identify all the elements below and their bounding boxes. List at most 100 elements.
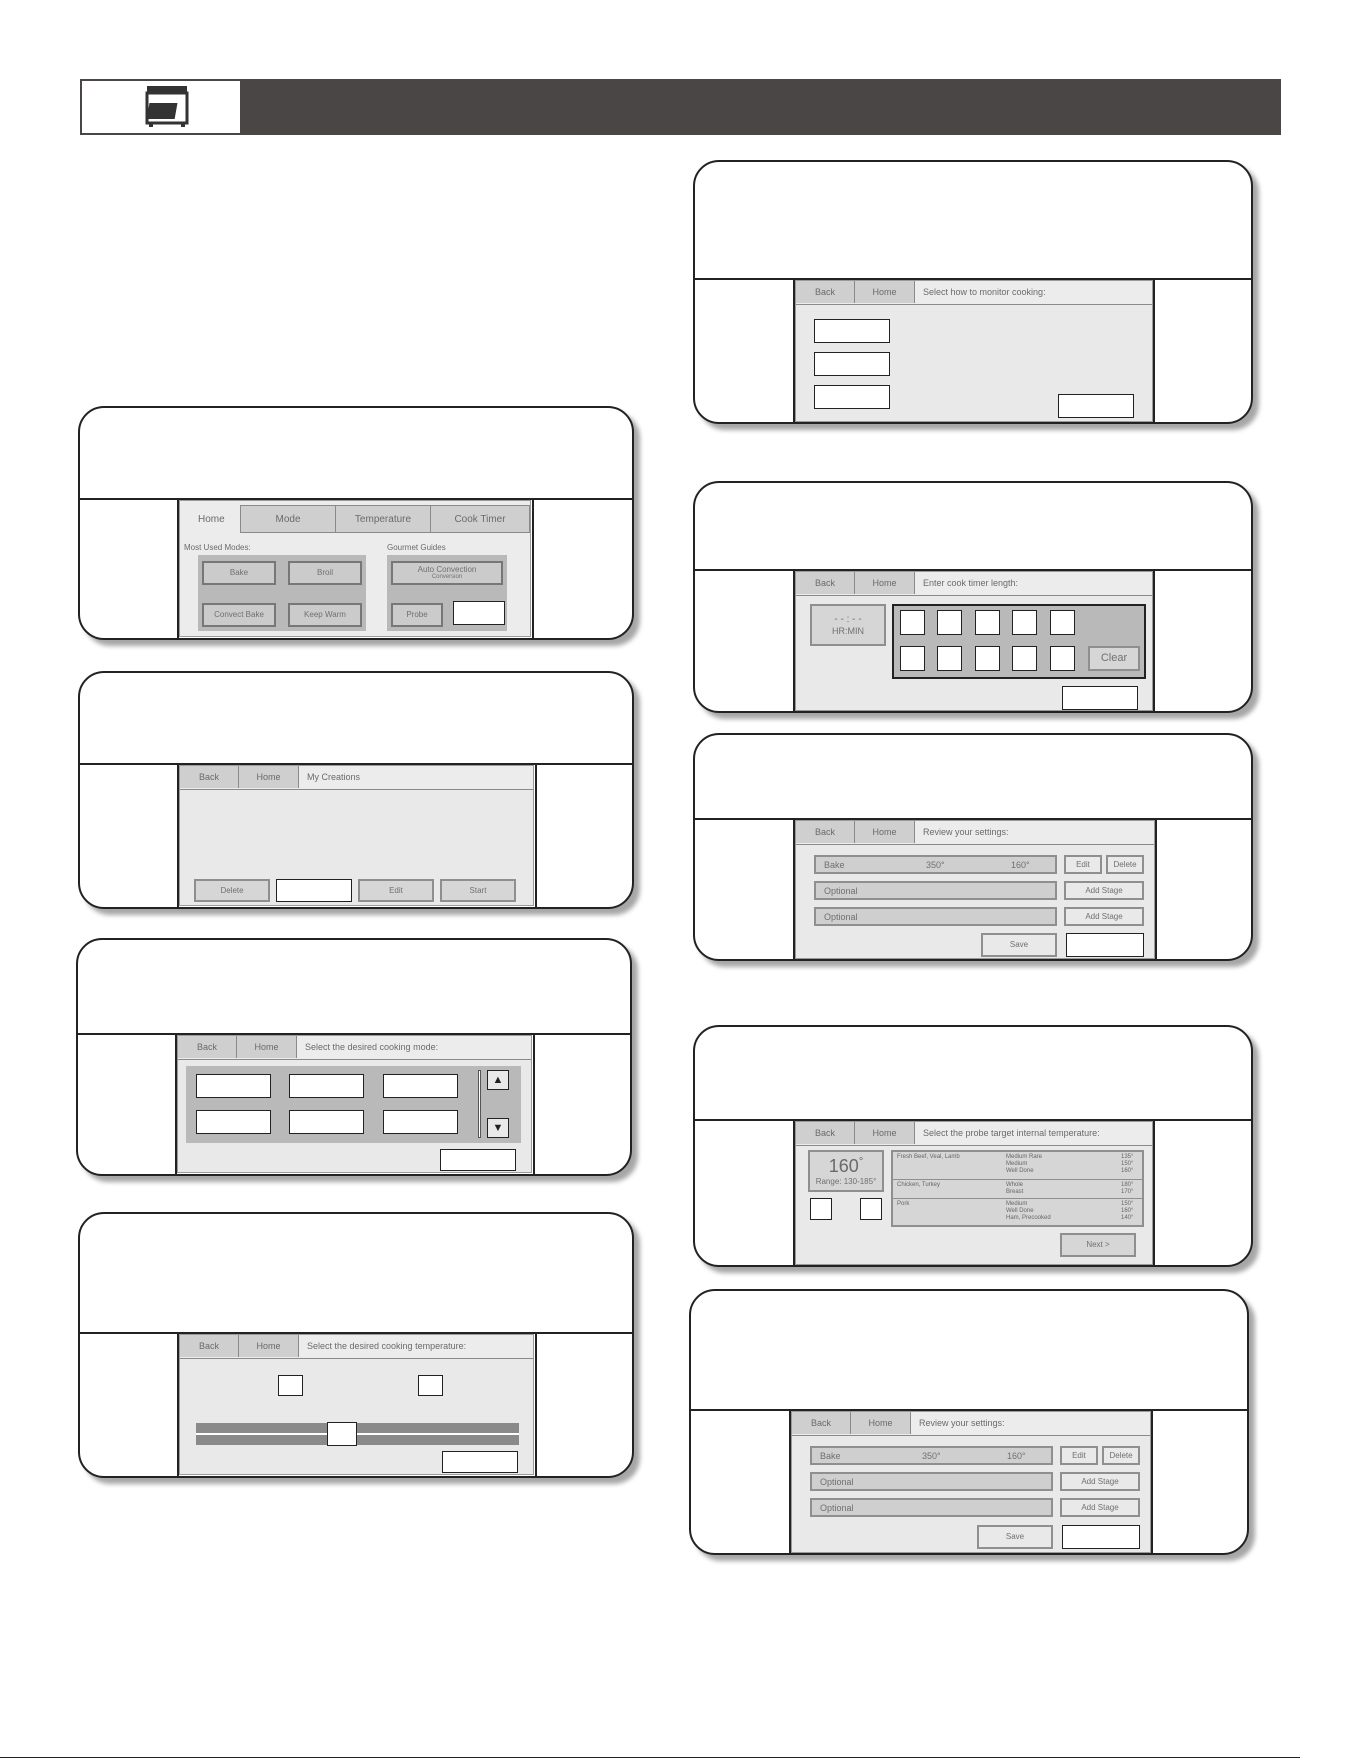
stage-3-bar[interactable]: Optional xyxy=(814,907,1057,926)
table-row[interactable]: Pork Medium Well Done Ham, Precooked 150… xyxy=(893,1199,1142,1225)
mode-option-1[interactable] xyxy=(196,1074,271,1098)
key-5[interactable] xyxy=(1050,610,1075,635)
start-button[interactable]: Start xyxy=(440,879,516,902)
temp-slider-thumb[interactable] xyxy=(327,1422,357,1446)
home-button[interactable]: Home xyxy=(855,572,915,594)
temp-decrease-button[interactable] xyxy=(278,1375,303,1396)
blank-button[interactable] xyxy=(1058,394,1134,418)
card-creations: Back Home My Creations Delete Edit Start xyxy=(78,671,634,909)
blank-button[interactable] xyxy=(1062,1525,1140,1549)
blank-button[interactable] xyxy=(1066,933,1144,957)
header-bar xyxy=(80,79,1281,135)
edit-button[interactable]: Edit xyxy=(1064,855,1102,874)
stage-3-bar[interactable]: Optional xyxy=(810,1498,1053,1517)
screen-prompt: Select the desired cooking temperature: xyxy=(307,1341,467,1351)
key-2[interactable] xyxy=(937,610,962,635)
optional-label: Optional xyxy=(820,1476,854,1487)
home-button[interactable]: Home xyxy=(855,821,915,843)
delete-button[interactable]: Delete xyxy=(1106,855,1144,874)
broil-button[interactable]: Broil xyxy=(288,561,362,585)
key-9[interactable] xyxy=(1012,646,1037,671)
probe-button[interactable]: Probe xyxy=(391,603,443,627)
key-1[interactable] xyxy=(900,610,925,635)
probe-temp-value: 160° xyxy=(828,1156,864,1177)
monitor-option-3[interactable] xyxy=(814,385,890,409)
probe-decrease-button[interactable] xyxy=(810,1198,832,1220)
back-button[interactable]: Back xyxy=(180,1335,239,1357)
home-button[interactable]: Home xyxy=(855,1122,915,1144)
bake-button[interactable]: Bake xyxy=(202,561,276,585)
blank-button[interactable] xyxy=(440,1149,516,1171)
delete-button[interactable]: Delete xyxy=(1102,1446,1140,1465)
next-button[interactable]: Next > xyxy=(1060,1233,1136,1257)
key-0[interactable] xyxy=(1050,646,1075,671)
blank-button[interactable] xyxy=(453,601,505,625)
scroll-down-button[interactable]: ▼ xyxy=(487,1118,509,1138)
optional-label: Optional xyxy=(824,911,858,922)
blank-button[interactable] xyxy=(276,879,352,902)
tab-temperature[interactable]: Temperature xyxy=(335,505,431,533)
back-button[interactable]: Back xyxy=(796,1122,855,1144)
timer-display: - - : - - HR:MIN xyxy=(810,604,886,646)
back-button[interactable]: Back xyxy=(796,281,855,303)
stage-1-bar[interactable]: Bake 350° 160° xyxy=(814,855,1057,874)
scroll-up-button[interactable]: ▲ xyxy=(487,1070,509,1090)
mode-option-2[interactable] xyxy=(289,1074,364,1098)
add-stage-button[interactable]: Add Stage xyxy=(1064,907,1144,926)
mode-option-6[interactable] xyxy=(383,1110,458,1134)
save-button[interactable]: Save xyxy=(981,933,1057,957)
home-button[interactable]: Home xyxy=(855,281,915,303)
back-button[interactable]: Back xyxy=(796,821,855,843)
back-button[interactable]: Back xyxy=(792,1412,851,1434)
scrollbar[interactable] xyxy=(478,1070,481,1138)
stage-mode: Bake xyxy=(820,1450,841,1461)
clear-button[interactable]: Clear xyxy=(1088,646,1140,671)
monitor-option-2[interactable] xyxy=(814,352,890,376)
stage-2-bar[interactable]: Optional xyxy=(814,881,1057,900)
add-stage-button[interactable]: Add Stage xyxy=(1060,1472,1140,1491)
mode-option-5[interactable] xyxy=(289,1110,364,1134)
add-stage-button[interactable]: Add Stage xyxy=(1064,881,1144,900)
tab-cook-timer[interactable]: Cook Timer xyxy=(430,505,530,533)
home-button[interactable]: Home xyxy=(239,766,299,788)
table-row[interactable]: Chicken, Turkey Whole Breast 180° 170° xyxy=(893,1180,1142,1199)
blank-button[interactable] xyxy=(1062,686,1138,710)
key-8[interactable] xyxy=(975,646,1000,671)
monitor-option-1[interactable] xyxy=(814,319,890,343)
save-button[interactable]: Save xyxy=(977,1525,1053,1549)
mode-option-3[interactable] xyxy=(383,1074,458,1098)
temp-increase-button[interactable] xyxy=(418,1375,443,1396)
card-probe: Back Home Select the probe target intern… xyxy=(693,1025,1253,1267)
auto-convection-button[interactable]: Auto Convection Conversion xyxy=(391,561,503,585)
key-7[interactable] xyxy=(937,646,962,671)
timer-screen: Back Home Enter cook timer length: - - :… xyxy=(795,571,1153,711)
blank-button[interactable] xyxy=(442,1451,518,1473)
home-button[interactable]: Home xyxy=(237,1036,297,1058)
stage-1-bar[interactable]: Bake 350° 160° xyxy=(810,1446,1053,1465)
home-button[interactable]: Home xyxy=(239,1335,299,1357)
home-button[interactable]: Home xyxy=(851,1412,911,1434)
key-4[interactable] xyxy=(1012,610,1037,635)
probe-increase-button[interactable] xyxy=(860,1198,882,1220)
key-6[interactable] xyxy=(900,646,925,671)
tab-mode[interactable]: Mode xyxy=(240,505,336,533)
mode-option-4[interactable] xyxy=(196,1110,271,1134)
review-screen-2: Back Home Review your settings: Bake 350… xyxy=(791,1411,1151,1553)
convect-bake-button[interactable]: Convect Bake xyxy=(202,603,276,627)
key-3[interactable] xyxy=(975,610,1000,635)
back-button[interactable]: Back xyxy=(796,572,855,594)
back-button[interactable]: Back xyxy=(178,1036,237,1058)
edit-button[interactable]: Edit xyxy=(1060,1446,1098,1465)
keep-warm-button[interactable]: Keep Warm xyxy=(288,603,362,627)
stage-2-bar[interactable]: Optional xyxy=(810,1472,1053,1491)
back-button[interactable]: Back xyxy=(180,766,239,788)
card-mode: Back Home Select the desired cooking mod… xyxy=(76,938,632,1176)
tab-home[interactable]: Home xyxy=(198,513,225,525)
delete-button[interactable]: Delete xyxy=(194,879,270,902)
footer-rule xyxy=(0,1757,1300,1758)
optional-label: Optional xyxy=(824,885,858,896)
table-row[interactable]: Fresh Beef, Veal, Lamb Medium Rare Mediu… xyxy=(893,1152,1142,1180)
add-stage-button[interactable]: Add Stage xyxy=(1060,1498,1140,1517)
stage-temp: 350° xyxy=(926,859,945,870)
edit-button[interactable]: Edit xyxy=(358,879,434,902)
